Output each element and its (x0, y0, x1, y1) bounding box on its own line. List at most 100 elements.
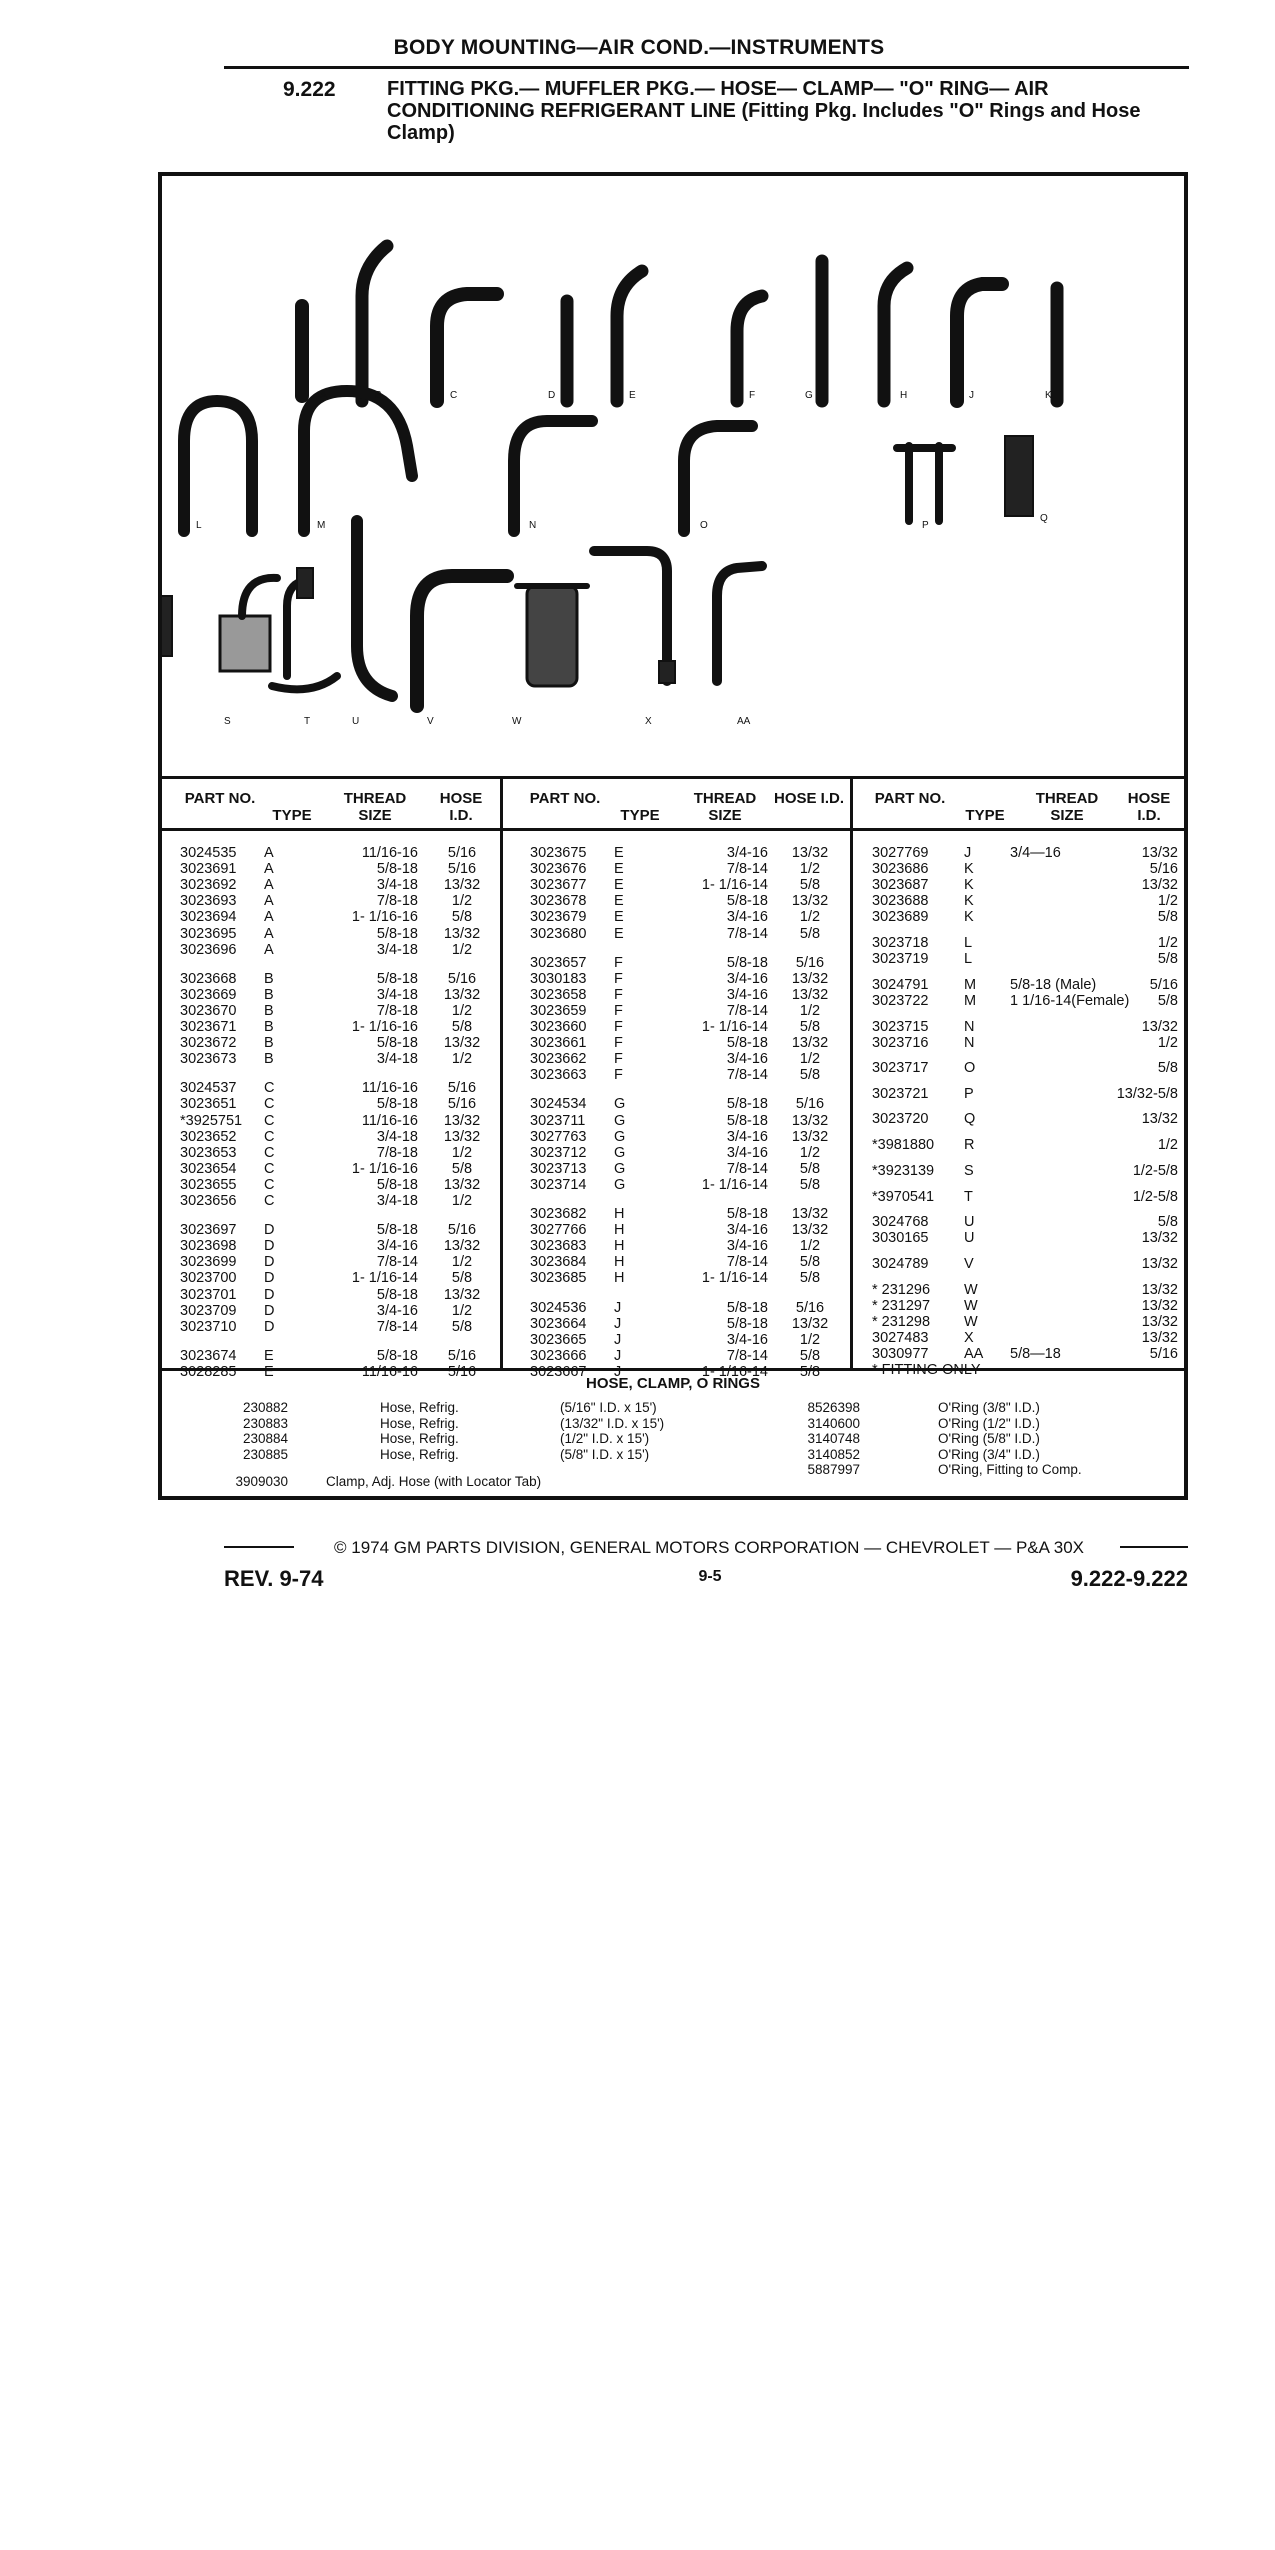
hose-id: 1/2 (1157, 893, 1178, 909)
type-code: F (614, 1002, 623, 1019)
hose-id: 5/8 (451, 1160, 473, 1177)
label-m: M (317, 520, 325, 531)
header-underline (162, 828, 1184, 831)
thread-size: 1- 1/16-14 (351, 1270, 418, 1287)
thread-size: 1- 1/16-16 (351, 1019, 418, 1035)
hose-id: 13/32 (1141, 1298, 1178, 1314)
part-number: 3023698 (180, 1238, 237, 1255)
type-code: G (614, 1128, 626, 1145)
thread-size: 5/8-18 (376, 1035, 418, 1052)
type-code: E (264, 1347, 274, 1364)
part-number: 3023691 (180, 861, 237, 878)
thread-size: 5/8-18 (726, 1315, 768, 1332)
label-l: L (196, 520, 202, 531)
type-code: B (264, 1002, 274, 1019)
hose-id: 1/2 (451, 941, 473, 958)
thread-size: 7/8-14 (726, 861, 768, 878)
part-number: 3023661 (530, 1035, 587, 1052)
hose-id: 1/2 (451, 893, 473, 910)
type-code: K (964, 877, 974, 893)
hose-id: 13/32 (443, 1112, 481, 1129)
table-bottom-rule (162, 1368, 1184, 1371)
part-number: 3023672 (180, 1035, 237, 1052)
thread-size: 3/4-16 (726, 1051, 768, 1068)
part-number: 3023701 (180, 1286, 237, 1303)
fitting-f-drawing (730, 289, 769, 408)
type-code: C (264, 1160, 275, 1177)
part-number: 3023670 (180, 1002, 237, 1019)
part-number: 3023689 (872, 909, 929, 925)
hose-id: 5/8 (799, 1254, 821, 1271)
thread-size: 11/16-16 (361, 845, 418, 861)
header-hose-id: HOSE I.D. (1127, 790, 1171, 824)
catalog-frame (158, 172, 1188, 1500)
type-code: G (614, 1160, 626, 1177)
thread-size: 3/4-16 (726, 986, 768, 1003)
thread-size: 3/4-18 (376, 1193, 418, 1209)
hose-id: 5/8 (1157, 951, 1178, 967)
type-code: A (264, 925, 274, 942)
type-code: X (964, 1330, 974, 1346)
hose-id: 5/16 (795, 954, 825, 971)
hose-description: Hose, Refrig. (380, 1446, 459, 1462)
hose-id: 1/2 (1157, 1035, 1178, 1051)
label-t: T (304, 716, 310, 727)
thread-size: 5/8-18 (726, 1112, 768, 1129)
part-number: 3023692 (180, 877, 237, 894)
oring-part-number: 3140600 (807, 1415, 860, 1431)
line-l-drawing (178, 394, 258, 537)
thread-size: 5/8-18 (376, 1176, 418, 1193)
thread-size: 3/4-16 (726, 1331, 768, 1348)
type-code: C (264, 1176, 275, 1193)
fitting-h-drawing (877, 261, 914, 408)
part-number: 3023721 (872, 1086, 929, 1102)
thread-size: 7/8-14 (376, 1254, 418, 1271)
hose-id: 1/2 (799, 861, 821, 878)
type-code: A (264, 909, 274, 926)
hose-id: 1/2 (799, 1331, 821, 1348)
part-number: 3023696 (180, 941, 237, 958)
part-number: 3023676 (530, 861, 587, 878)
muffler-q-drawing (1004, 435, 1034, 517)
part-number: * 231297 (872, 1298, 931, 1314)
type-code: E (614, 861, 624, 878)
hose-id: 13/32-5/8 (1116, 1086, 1178, 1102)
type-code: D (264, 1270, 275, 1287)
oring-description: O'Ring (3/8" I.D.) (938, 1400, 1040, 1415)
section-range: 9.222-9.222 (1070, 1566, 1188, 1591)
hose-id: 1/2 (799, 1144, 821, 1161)
type-code: D (264, 1286, 275, 1303)
label-x: X (645, 716, 652, 727)
part-number: 3023700 (180, 1270, 237, 1287)
part-number: 3023679 (530, 909, 587, 926)
hose-id: 13/32 (1141, 1019, 1178, 1035)
hose-id: 13/32 (443, 1238, 481, 1255)
line-aa-drawing (712, 561, 767, 686)
hose-id: 5/8 (799, 1067, 821, 1084)
part-number: 3023687 (872, 877, 929, 893)
thread-size: 3/4-18 (376, 1051, 418, 1068)
thread-size: 3/4-18 (376, 877, 418, 894)
label-b: B (375, 390, 382, 401)
oring-part-number: 8526398 (807, 1400, 860, 1415)
type-code: L (964, 951, 973, 967)
label-s: S (224, 716, 231, 727)
part-number: 3023660 (530, 1019, 587, 1035)
part-number: 3030183 (530, 970, 587, 987)
type-code: E (614, 845, 624, 861)
header-type: TYPE (965, 807, 1005, 824)
part-number: 3023666 (530, 1347, 587, 1364)
hose-id: 13/32 (443, 925, 481, 942)
part-number: 3023685 (530, 1270, 587, 1287)
type-code: G (614, 1096, 626, 1113)
hose-description: Hose, Refrig. (380, 1415, 459, 1431)
type-code: G (614, 1112, 626, 1129)
page-header-title: BODY MOUNTING—AIR COND.—INSTRUMENTS (393, 36, 885, 59)
thread-size: 5/8-18 (376, 970, 418, 987)
thread-size: 7/8-14 (726, 1067, 768, 1084)
thread-size: 7/8-14 (726, 1347, 768, 1364)
part-number: 3023673 (180, 1051, 237, 1068)
hose-id: 5/16 (1149, 977, 1178, 993)
type-code: D (264, 1302, 275, 1319)
thread-size: 3/4-18 (376, 1128, 418, 1145)
